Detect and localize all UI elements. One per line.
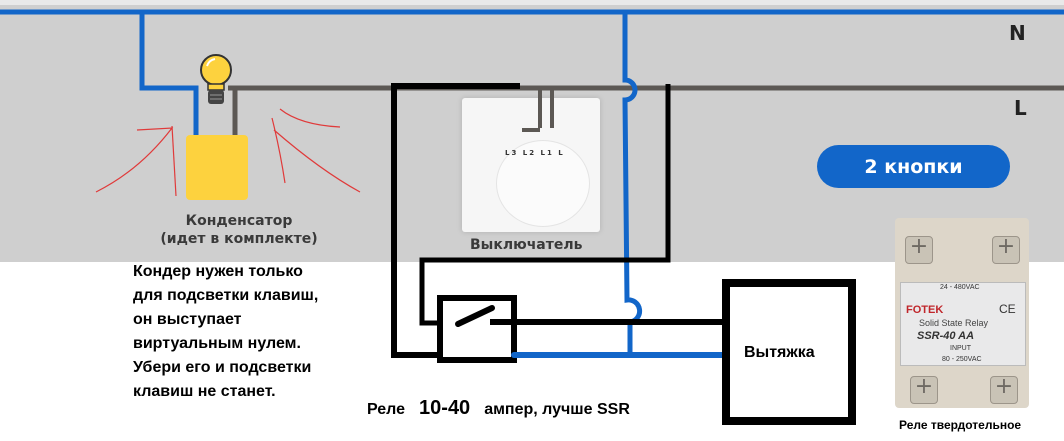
neutral-label: N [1009,21,1026,45]
neutral-wire-lamp [139,12,199,135]
button-count-badge: 2 кнопки [817,145,1010,188]
capacitor-note: Кондер нужен только для подсветки клавиш… [133,263,319,400]
ssr-screw-icon [992,234,1020,264]
load-label: Вытяжка [744,344,815,361]
ssr-ce-mark: CE [999,302,1016,316]
switch-mechanism [496,140,590,227]
relay-caption-range: 10-40 [419,397,471,419]
ssr-screw-icon [910,374,938,404]
relay-contact [455,305,495,327]
control-wire-2 [391,86,440,358]
load-box [722,279,856,425]
ssr-label-face [900,282,1026,366]
ssr-brand: FOTEK [906,304,944,316]
relay-caption-prefix: Реле [367,401,406,418]
switch-label: Выключатель [470,237,583,253]
ssr-input-voltage: 80 - 250VAC [942,356,982,363]
ssr-model: SSR-40 AA [917,330,975,342]
ssr-screw-icon [990,374,1018,404]
button-count-text: 2 кнопки [864,155,963,178]
relay-box [437,295,517,363]
line-label: L [1014,96,1027,120]
ssr-type: Solid State Relay [919,318,989,328]
capacitor-box [186,135,248,200]
ssr-output-voltage: 24 - 480VAC [940,284,980,291]
ssr-screw-icon [905,234,933,264]
ssr-caption: Реле твердотельное [899,418,1022,432]
relay-caption: Реле 10-40 ампер, лучше SSR [367,397,630,420]
lightbulb-icon [200,54,232,104]
ssr-input-label: INPUT [950,345,971,352]
capacitor-label: Конденсатор (идет в комплекте) [160,213,318,247]
switch-terminal-labels: L3 L2 L1 L [505,149,565,157]
top-strip [0,0,1064,5]
control-wire-3 [419,84,671,326]
neutral-wire-vertical [622,12,643,355]
relay-caption-suffix: ампер, лучше SSR [484,401,630,418]
control-wire-1 [391,83,520,357]
annotation-strokes [95,108,361,197]
